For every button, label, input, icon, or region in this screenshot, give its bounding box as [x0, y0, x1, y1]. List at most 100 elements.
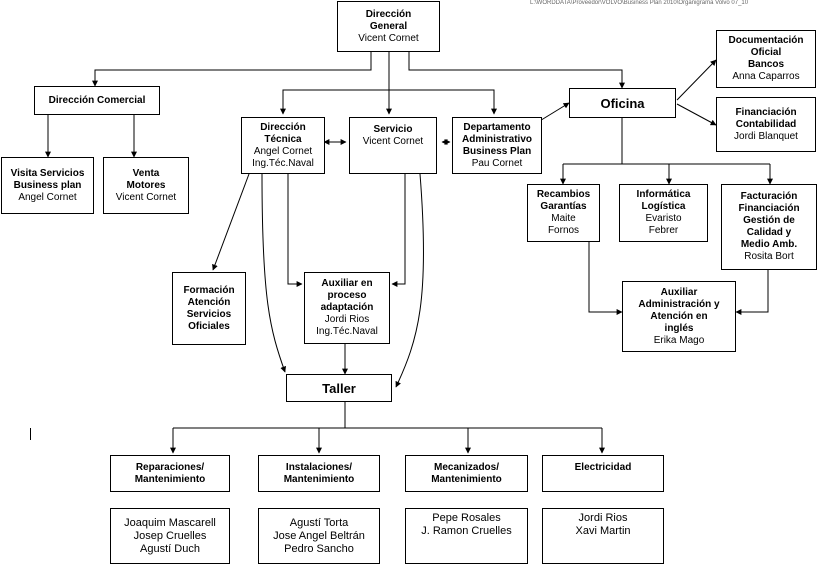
node-instalaciones-staff[interactable]: Agustí Torta Jose Angel Beltrán Pedro Sa… [258, 508, 380, 564]
node-title: Medio Amb. [740, 239, 798, 250]
node-reparaciones-staff[interactable]: Joaquim Mascarell Josep Cruelles Agustí … [110, 508, 230, 564]
node-person: Evaristo [645, 213, 682, 224]
node-title: Business Plan [462, 145, 532, 157]
staff-name: Josep Cruelles [133, 529, 207, 542]
node-venta-motores[interactable]: Venta Motores Vicent Cornet [103, 157, 189, 214]
node-title: Mantenimiento [431, 473, 502, 485]
node-title: proceso [327, 290, 367, 301]
node-direccion-comercial[interactable]: Dirección Comercial [34, 86, 160, 115]
node-title: Administrativo [461, 133, 532, 145]
staff-name: Jose Angel Beltrán [273, 529, 365, 542]
staff-name: Joaquim Mascarell [124, 516, 216, 529]
node-title: Auxiliar en [321, 278, 373, 289]
node-person: Jordi Blanquet [734, 130, 798, 142]
node-person: Ing.Téc.Naval [316, 326, 378, 337]
node-title: Gestión de [743, 215, 795, 226]
node-auxiliar-proceso[interactable]: Auxiliar en proceso adaptación Jordi Rio… [304, 272, 390, 344]
node-title: Instalaciones/ [285, 461, 353, 473]
node-person: Fornos [547, 225, 580, 236]
staff-name: Xavi Martin [575, 525, 631, 537]
node-person: Jordi Rios [324, 314, 370, 325]
node-title: Oficiales [188, 320, 230, 332]
node-person: Anna Caparros [732, 71, 800, 82]
node-direccion-general[interactable]: Dirección General Vicent Cornet [337, 1, 440, 52]
node-title: Mantenimiento [134, 473, 206, 485]
staff-name: Pepe Rosales [432, 512, 501, 524]
node-title: Recambios [536, 189, 591, 200]
node-person: Febrer [648, 225, 679, 236]
staff-name: J. Ramon Cruelles [421, 525, 512, 537]
node-title: Reparaciones/ [135, 461, 205, 473]
node-financiacion[interactable]: Financiación Contabilidad Jordi Blanquet [716, 97, 816, 152]
node-title: Facturación [740, 191, 798, 202]
node-mecanizados[interactable]: Mecanizados/ Mantenimiento [405, 455, 528, 492]
node-formacion[interactable]: Formación Atención Servicios Oficiales [172, 272, 246, 345]
node-title: Dirección [260, 121, 306, 133]
node-title: Business plan [13, 179, 82, 191]
node-auxiliar-administracion[interactable]: Auxiliar Administración y Atención en in… [622, 281, 736, 352]
staff-name: Pedro Sancho [284, 542, 354, 555]
node-title: Mantenimiento [283, 473, 355, 485]
node-reparaciones[interactable]: Reparaciones/ Mantenimiento [110, 455, 230, 492]
node-person: Rosita Bort [744, 251, 794, 262]
node-person: Pau Cornet [471, 157, 523, 169]
node-person: Angel Cornet [18, 191, 77, 203]
node-visita-servicios[interactable]: Visita Servicios Business plan Angel Cor… [1, 157, 94, 214]
node-title: Motores [126, 179, 166, 191]
node-title: Atención en [650, 310, 708, 322]
staff-name: Agustí Torta [289, 516, 349, 529]
node-informatica[interactable]: Informática Logística Evaristo Febrer [619, 184, 708, 242]
node-electricidad-staff[interactable]: Jordi Rios Xavi Martin [542, 508, 664, 564]
node-title: Dirección [365, 8, 412, 20]
node-title: Oficial [750, 47, 782, 58]
node-title: Logística [641, 201, 686, 212]
node-title: Garantías [540, 201, 587, 212]
node-electricidad[interactable]: Electricidad [542, 455, 664, 492]
node-title: Financiación [735, 106, 797, 118]
node-title: Contabilidad [735, 118, 797, 130]
node-title: Mecanizados/ [433, 461, 500, 473]
file-path-header: L:\WORDDATA\Proveedor\VOLVO\Business Pla… [530, 0, 749, 6]
node-title: inglés [664, 322, 694, 334]
node-person: Angel Cornet [253, 145, 313, 157]
node-title: Atención [187, 296, 231, 308]
node-title: Auxiliar [660, 286, 698, 298]
node-recambios[interactable]: Recambios Garantías Maite Fornos [527, 184, 600, 242]
node-person: Erika Mago [653, 334, 705, 346]
node-instalaciones[interactable]: Instalaciones/ Mantenimiento [258, 455, 380, 492]
node-title: Financiación [738, 203, 800, 214]
node-title: Administración y [638, 298, 720, 310]
text-cursor [30, 428, 31, 440]
node-person: Maite [551, 213, 576, 224]
node-servicio[interactable]: Servicio Vicent Cornet [349, 117, 437, 174]
node-title: Bancos [747, 59, 785, 70]
node-title: Taller [322, 380, 356, 396]
node-oficina[interactable]: Oficina [569, 88, 676, 118]
node-title: Servicio [373, 124, 413, 135]
node-title: Servicios [186, 308, 232, 320]
node-mecanizados-staff[interactable]: Pepe Rosales J. Ramon Cruelles [405, 508, 528, 564]
node-title: Dirección Comercial [48, 94, 146, 106]
node-person: Ing.Téc.Naval [252, 157, 314, 169]
node-title: Formación [183, 284, 235, 296]
node-title: Oficina [600, 95, 645, 111]
node-title: Electricidad [574, 462, 632, 473]
staff-name: Agustí Duch [140, 542, 200, 555]
node-title: Visita Servicios [10, 167, 85, 179]
node-title: Informática [636, 189, 691, 200]
node-departamento-administrativo[interactable]: Departamento Administrativo Business Pla… [452, 117, 542, 174]
node-direccion-tecnica[interactable]: Dirección Técnica Angel Cornet Ing.Téc.N… [241, 117, 325, 174]
node-title: Documentación [728, 35, 804, 46]
node-title: Departamento [463, 121, 531, 133]
node-title: adaptación [320, 302, 374, 313]
node-title: Técnica [264, 133, 302, 145]
node-person: Vicent Cornet [358, 32, 419, 44]
node-title: General [369, 20, 408, 32]
node-documentacion[interactable]: Documentación Oficial Bancos Anna Caparr… [716, 30, 816, 88]
staff-name: Jordi Rios [578, 512, 628, 524]
node-taller[interactable]: Taller [286, 374, 392, 402]
node-title: Calidad y [746, 227, 792, 238]
node-facturacion[interactable]: Facturación Financiación Gestión de Cali… [721, 184, 817, 270]
node-person: Vicent Cornet [115, 191, 177, 203]
